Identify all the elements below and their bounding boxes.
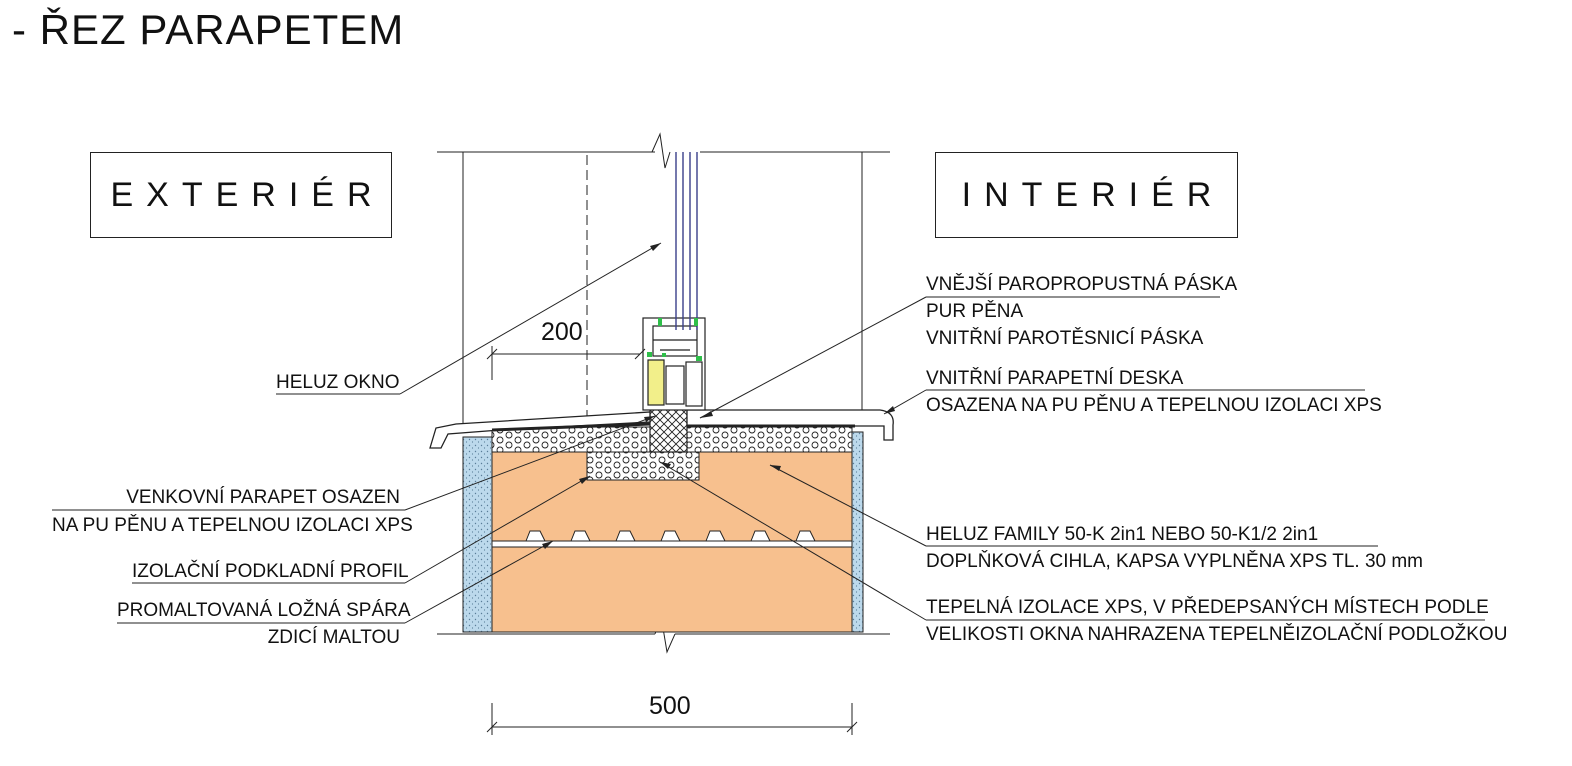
- leader-arrowheads: [542, 243, 895, 549]
- exterior-label-box: EXTERIÉR: [90, 152, 392, 238]
- dimension-200: [486, 346, 646, 380]
- leader-lines: [52, 242, 1485, 624]
- label-tape-inner: VNITŘNÍ PAROTĚSNICÍ PÁSKA: [926, 328, 1204, 349]
- dimension-500-label: 500: [649, 692, 691, 720]
- label-base-profile: IZOLAČNÍ PODKLADNÍ PROFIL: [132, 561, 409, 582]
- mortar-bumps: [525, 530, 816, 542]
- interior-plaster: [851, 431, 864, 633]
- interior-label-box: INTERIÉR: [935, 152, 1238, 238]
- exterior-plaster: [462, 436, 493, 633]
- label-outer-sill-1: VENKOVNÍ PARAPET OSAZEN: [126, 487, 400, 508]
- window-gaskets: [647, 318, 702, 361]
- label-tape-outer: VNĚJŠÍ PAROPROPUSTNÁ PÁSKA: [926, 274, 1238, 295]
- label-mortar-2: ZDICÍ MALTOU: [267, 627, 400, 648]
- dimension-200-label: 200: [541, 318, 583, 346]
- label-heluz-okno: HELUZ OKNO: [276, 372, 400, 393]
- xps-pocket: [586, 451, 700, 481]
- break-mark-top: [651, 132, 671, 169]
- label-inner-sill-2: OSAZENA NA PU PĚNU A TEPELNOU IZOLACI XP…: [926, 395, 1382, 416]
- window-frame: [642, 317, 706, 411]
- label-xps-2: VELIKOSTI OKNA NAHRAZENA TEPELNĚIZOLAČNÍ…: [926, 624, 1508, 645]
- label-inner-sill-1: VNITŘNÍ PARAPETNÍ DESKA: [926, 368, 1184, 389]
- exterior-sill: [429, 411, 651, 449]
- window-glass: [675, 152, 698, 330]
- exterior-label: EXTERIÉR: [110, 175, 385, 214]
- label-brick-2: DOPLŇKOVÁ CIHLA, KAPSA VYPLNĚNA XPS TL. …: [926, 551, 1424, 572]
- label-brick-1: HELUZ FAMILY 50-K 2in1 NEBO 50-K1/2 2in1: [926, 524, 1319, 545]
- label-pur-foam: PUR PĚNA: [926, 301, 1024, 322]
- page-title: - ŘEZ PARAPETEM: [12, 6, 405, 53]
- label-xps-1: TEPELNÁ IZOLACE XPS, V PŘEDEPSANÝCH MÍST…: [926, 597, 1489, 618]
- dimension-500: [486, 703, 858, 735]
- label-outer-sill-2: NA PU PĚNU A TEPELNOU IZOLACI XPS: [52, 515, 413, 536]
- base-profile: [649, 407, 688, 453]
- wall-outline: [437, 151, 890, 635]
- interior-label: INTERIÉR: [961, 175, 1225, 214]
- label-mortar-1: PROMALTOVANÁ LOŽNÁ SPÁRA: [117, 600, 411, 621]
